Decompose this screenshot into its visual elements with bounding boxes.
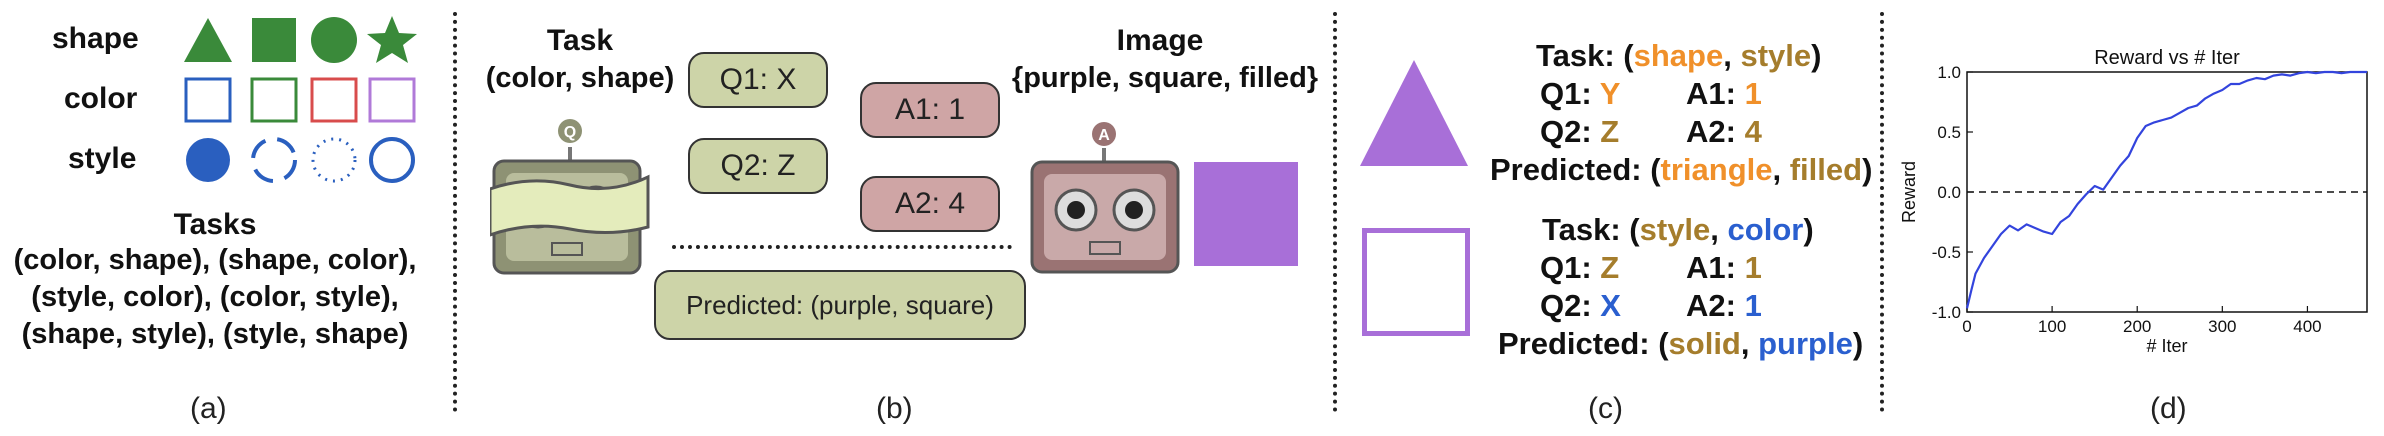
x-tick-label: 300 (2208, 317, 2236, 336)
green-color-swatch (250, 77, 298, 123)
y-tick-label: -0.5 (1932, 243, 1961, 262)
q-bot-badge: Q (564, 124, 576, 141)
c1-q1: Q1: Y (1540, 76, 1621, 111)
c1-task-line: Task: (shape, style) (1536, 38, 1822, 73)
y-axis-label: Reward (1899, 161, 1919, 223)
c1-a2: A2: 4 (1686, 114, 1762, 149)
dashed-style-icon (251, 137, 297, 183)
caption-d: (d) (2150, 392, 2187, 425)
image-title: Image (1116, 24, 1204, 57)
c2-a2: A2: 1 (1686, 288, 1762, 323)
c2-task-line: Task: (style, color) (1542, 212, 1814, 247)
purple-square-image (1194, 162, 1298, 266)
a1-pill: A1: 1 (860, 82, 1000, 138)
row-label-color: color (64, 82, 138, 115)
x-tick-label: 0 (1962, 317, 1971, 336)
purple-color-swatch (368, 77, 416, 123)
c1-a1: A1: 1 (1686, 76, 1762, 111)
predicted-pill: Predicted: (purple, square) (654, 270, 1026, 340)
caption-c: (c) (1588, 392, 1623, 425)
attribute-grid (184, 16, 417, 183)
c1-q2: Q2: Z (1540, 114, 1620, 149)
red-color-swatch (310, 77, 358, 123)
outline-style-icon (369, 137, 415, 183)
separator-bc (1333, 12, 1337, 412)
tasks-line-2: (style, color), (color, style), (31, 281, 399, 313)
star-shape-icon (367, 16, 417, 63)
c2-predicted-line: Predicted: (solid, purple) (1498, 326, 1864, 361)
a-bot-badge: A (1098, 127, 1110, 144)
x-tick-label: 400 (2293, 317, 2321, 336)
image-value: {purple, square, filled} (1011, 62, 1319, 94)
reward-series-line (1965, 70, 2367, 309)
y-tick-label: -1.0 (1932, 303, 1961, 322)
purple-triangle-icon (1360, 60, 1468, 166)
tasks-line-3: (shape, style), (style, shape) (21, 318, 409, 350)
caption-a: (a) (190, 392, 227, 425)
purple-outline-square-icon (1362, 228, 1470, 336)
x-tick-label: 200 (2123, 317, 2151, 336)
square-shape-icon (252, 18, 296, 62)
tasks-title: Tasks (173, 208, 257, 241)
c2-q2: Q2: X (1540, 288, 1621, 323)
row-label-style: style (68, 142, 137, 175)
blue-color-swatch (184, 77, 232, 123)
tasks-line-1: (color, shape), (shape, color), (13, 244, 417, 276)
x-axis-label: # Iter (2146, 336, 2187, 356)
c2-a1: A1: 1 (1686, 250, 1762, 285)
q-bot-icon: Q (490, 119, 650, 275)
q2-pill: Q2: Z (688, 138, 828, 194)
row-label-shape: shape (52, 22, 139, 55)
task-title: Task (546, 24, 614, 57)
separator-ab (453, 12, 457, 412)
a-bot-icon: A (1030, 122, 1180, 274)
circle-shape-icon (311, 17, 357, 63)
y-tick-label: 1.0 (1937, 63, 1961, 82)
y-tick-label: 0.0 (1937, 183, 1961, 202)
dotted-style-icon (311, 137, 357, 183)
triangle-shape-icon (184, 18, 232, 62)
y-tick-label: 0.5 (1937, 123, 1961, 142)
task-value: (color, shape) (485, 62, 675, 94)
x-tick-label: 100 (2038, 317, 2066, 336)
c2-q1: Q1: Z (1540, 250, 1620, 285)
q1-pill: Q1: X (688, 52, 828, 108)
a2-pill: A2: 4 (860, 176, 1000, 232)
chart-title: Reward vs # Iter (2094, 47, 2240, 69)
separator-cd (1880, 12, 1884, 412)
solid-style-icon (186, 138, 230, 182)
reward-chart: Reward vs # Iter -1.0 -0.5 0.0 0.5 1.0 0 100 200… (1899, 47, 2368, 356)
c1-predicted-line: Predicted: (triangle, filled) (1490, 152, 1873, 187)
caption-b: (b) (876, 392, 913, 425)
dotted-divider (672, 245, 1012, 249)
